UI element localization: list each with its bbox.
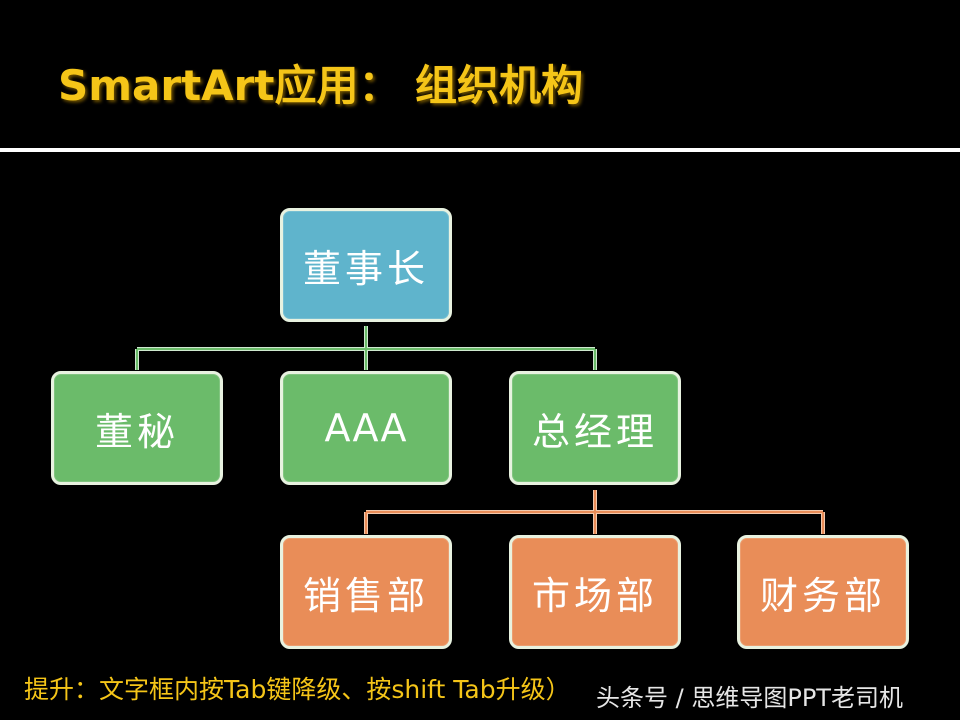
node-chairman[interactable]: 董事长	[280, 208, 452, 322]
node-sales[interactable]: 销售部	[280, 535, 452, 649]
watermark: 头条号 / 思维导图PPT老司机	[596, 684, 903, 712]
title-divider	[0, 148, 960, 152]
node-marketing[interactable]: 市场部	[509, 535, 681, 649]
node-aaa[interactable]: AAA	[280, 371, 452, 485]
orange-connectors-inner	[365, 490, 824, 534]
tip-text: 提升：文字框内按Tab键降级、按shift Tab升级）	[24, 675, 571, 704]
node-board-secretary[interactable]: 董秘	[51, 371, 223, 485]
node-finance[interactable]: 财务部	[737, 535, 909, 649]
slide-title: SmartArt应用： 组织机构	[58, 61, 584, 110]
green-connectors-inner	[136, 326, 596, 370]
node-general-manager[interactable]: 总经理	[509, 371, 681, 485]
